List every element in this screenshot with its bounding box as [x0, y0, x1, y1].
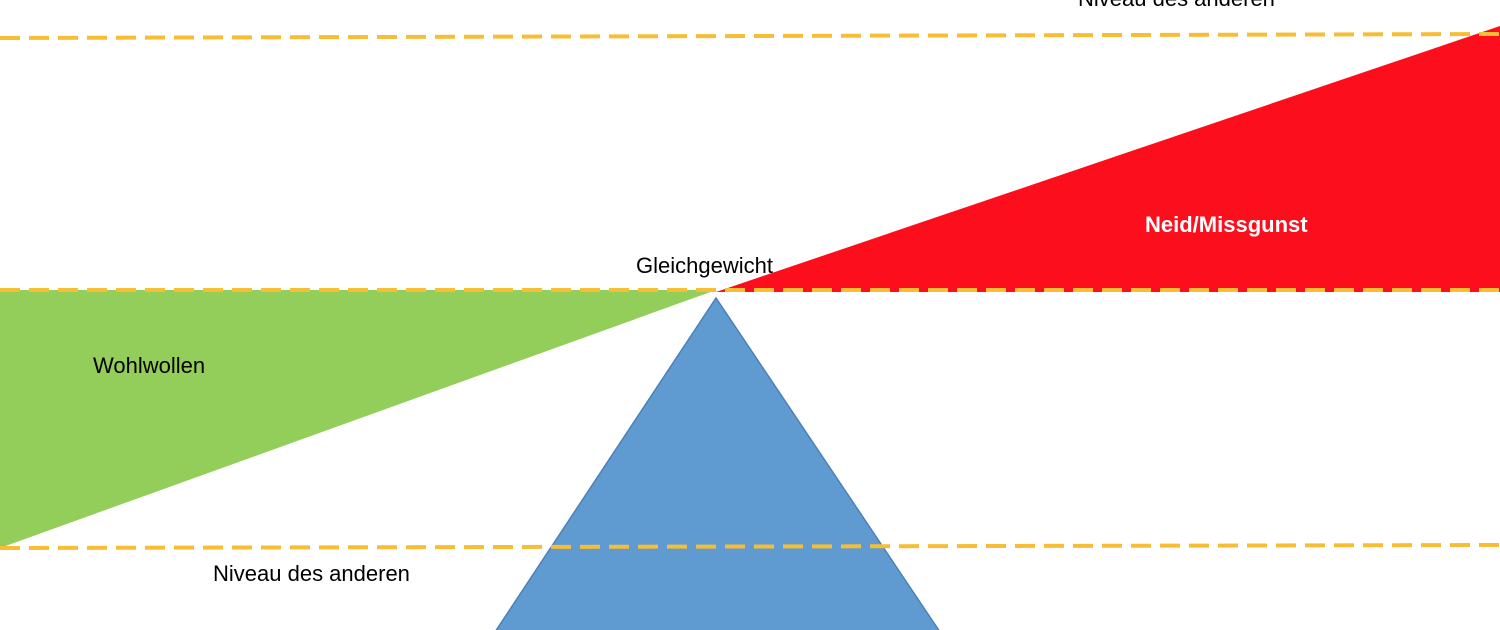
envy-wedge — [716, 26, 1500, 292]
goodwill-wedge — [0, 290, 716, 548]
bottom-level-label: Niveau des anderen — [213, 561, 410, 586]
envy-label: Neid/Missgunst — [1145, 212, 1308, 237]
top-level-line — [0, 32, 1500, 40]
fulcrum-triangle — [495, 296, 940, 630]
top-level-label: Niveau des anderen — [1078, 0, 1275, 12]
bottom-level-line — [0, 543, 1500, 550]
goodwill-label: Wohlwollen — [93, 353, 206, 378]
balance-label: Gleichgewicht — [636, 253, 773, 278]
